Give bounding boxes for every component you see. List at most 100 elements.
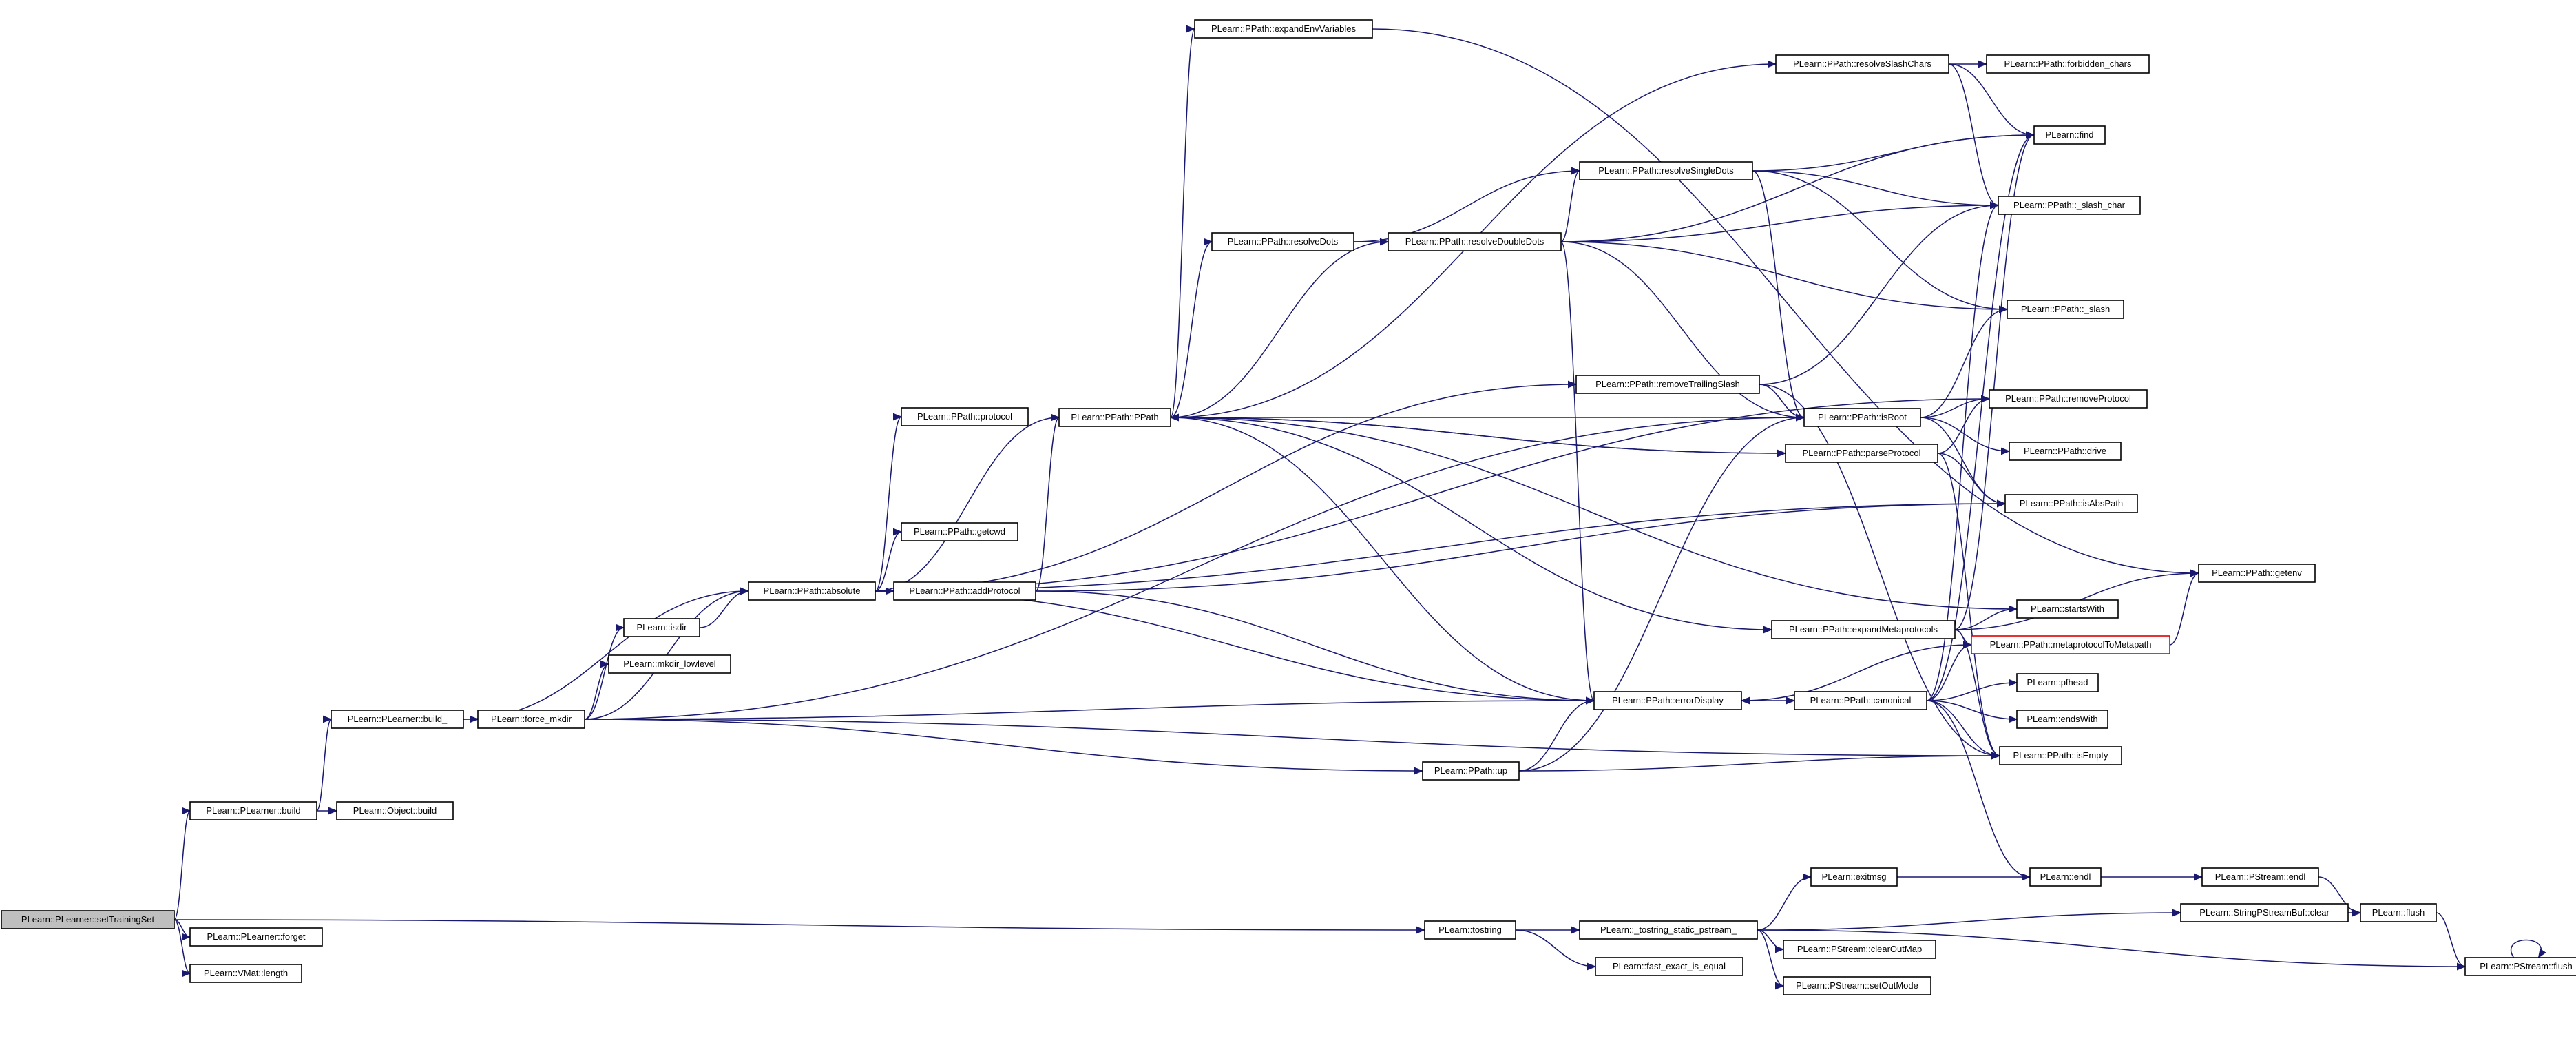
node-getcwd[interactable]: PLearn::PPath::getcwd [901, 522, 1018, 541]
node-pstream_flush[interactable]: PLearn::PStream::flush [2464, 957, 2576, 976]
node-parseProtocol[interactable]: PLearn::PPath::parseProtocol [1785, 444, 1938, 463]
node-label: PLearn::_tostring_static_pstream_ [1600, 925, 1737, 935]
edge-setTrainingSet-to-vmatlength [174, 919, 191, 978]
node-sbclear[interactable]: PLearn::StringPStreamBuf::clear [2180, 903, 2349, 922]
edge-force_mkdir-to-errorDisplay [584, 696, 1595, 720]
node-box [2464, 957, 2576, 976]
node-box [189, 927, 323, 947]
node-clearOutMap[interactable]: PLearn::PStream::clearOutMap [1783, 940, 1936, 959]
node-isEmpty[interactable]: PLearn::PPath::isEmpty [1999, 746, 2122, 765]
node-label: PLearn::PPath::resolveDoubleDots [1405, 236, 1544, 247]
node-box [1785, 444, 1938, 463]
node-box [1579, 920, 1758, 940]
node-box [1194, 19, 1373, 39]
edge-tostring_static-to-sbclear [1757, 909, 2182, 931]
node-setTrainingSet[interactable]: PLearn::PLearner::setTrainingSet [1, 910, 175, 929]
node-box [1971, 635, 2170, 654]
edge-tostring_static-to-exitmsg [1757, 873, 1812, 931]
edge-resolveSlashChars-to-_slash_char [1948, 63, 2000, 209]
node-force_mkdir[interactable]: PLearn::force_mkdir [477, 710, 585, 729]
node-box [1803, 408, 1921, 427]
node-build_[interactable]: PLearn::PLearner::build_ [331, 710, 464, 729]
edge-expandMetaprotocols-to-startsWith [1954, 605, 2018, 630]
node-box [901, 407, 1029, 426]
edge-resolveSingleDots-to-isRoot [1752, 170, 1805, 422]
node-isRoot[interactable]: PLearn::PPath::isRoot [1803, 408, 1921, 427]
node-box [1211, 232, 1354, 251]
node-drive[interactable]: PLearn::PPath::drive [2009, 442, 2122, 461]
node-isAbsPath[interactable]: PLearn::PPath::isAbsPath [2004, 494, 2138, 513]
node-label: PLearn::PPath::getcwd [914, 526, 1005, 537]
node-mkdir_lowlevel[interactable]: PLearn::mkdir_lowlevel [608, 654, 731, 674]
edge-removeTrailingSlash-to-isEmpty [1759, 384, 2001, 760]
edge-absolute-to-removeProtocol [875, 395, 1991, 592]
node-getenv[interactable]: PLearn::PPath::getenv [2198, 564, 2316, 583]
edge-pstream_flush-to-pstream_flush [2511, 939, 2546, 959]
node-setOutMode[interactable]: PLearn::PStream::setOutMode [1783, 976, 1931, 995]
edge-removeTrailingSlash-to-_slash_char [1759, 201, 2000, 385]
node-forget[interactable]: PLearn::PLearner::forget [189, 927, 323, 947]
node-label: PLearn::pfhead [2027, 677, 2088, 688]
node-box [901, 522, 1018, 541]
node-endsWith[interactable]: PLearn::endsWith [2016, 710, 2108, 729]
node-ppath[interactable]: PLearn::PPath::PPath [1058, 408, 1171, 427]
node-startsWith[interactable]: PLearn::startsWith [2016, 599, 2119, 619]
node-addProtocol[interactable]: PLearn::PPath::addProtocol [893, 581, 1036, 601]
node-box [2016, 710, 2108, 729]
node-label: PLearn::mkdir_lowlevel [623, 659, 716, 669]
node-expandEnv[interactable]: PLearn::PPath::expandEnvVariables [1194, 19, 1373, 39]
node-resolveDoubleDots[interactable]: PLearn::PPath::resolveDoubleDots [1388, 232, 1562, 251]
node-box [1771, 620, 1956, 639]
node-absolute[interactable]: PLearn::PPath::absolute [748, 581, 876, 601]
node-label: PLearn::PLearner::setTrainingSet [21, 914, 155, 925]
node-label: PLearn::VMat::length [204, 968, 288, 978]
edge-absolute-to-isAbsPath [875, 499, 2007, 592]
node-resolveSlashChars[interactable]: PLearn::PPath::resolveSlashChars [1775, 54, 1949, 74]
node-tostring_static[interactable]: PLearn::_tostring_static_pstream_ [1579, 920, 1758, 940]
node-label: PLearn::PPath::drive [2024, 446, 2106, 456]
edge-addProtocol-to-errorDisplay [1035, 590, 1595, 705]
node-find[interactable]: PLearn::find [2033, 125, 2106, 145]
node-forbidden_chars[interactable]: PLearn::PPath::forbidden_chars [1986, 54, 2150, 74]
node-objbuild[interactable]: PLearn::Object::build [336, 801, 454, 820]
node-removeProtocol[interactable]: PLearn::PPath::removeProtocol [1989, 389, 2148, 409]
node-vmatlength[interactable]: PLearn::VMat::length [189, 964, 302, 983]
edge-setTrainingSet-to-tostring [174, 919, 1426, 934]
node-exitmsg[interactable]: PLearn::exitmsg [1810, 867, 1898, 887]
node-pstream_endl[interactable]: PLearn::PStream::endl [2201, 867, 2319, 887]
node-label: PLearn::PPath::forbidden_chars [2004, 59, 2132, 69]
node-label: PLearn::PStream::flush [2480, 961, 2572, 971]
edge-force_mkdir-to-isEmpty [584, 719, 2001, 760]
edge-isRoot-to-_slash [1920, 305, 2009, 418]
node-metaprotocolToMetapath[interactable]: PLearn::PPath::metaprotocolToMetapath [1971, 635, 2170, 654]
node-box [2004, 494, 2138, 513]
node-_slash[interactable]: PLearn::PPath::_slash [2007, 300, 2124, 319]
node-box [1575, 375, 1760, 394]
node-removeTrailingSlash[interactable]: PLearn::PPath::removeTrailingSlash [1575, 375, 1760, 394]
node-_slash_char[interactable]: PLearn::PPath::_slash_char [1998, 196, 2141, 215]
node-pfhead[interactable]: PLearn::pfhead [2016, 673, 2099, 692]
node-expandMetaprotocols[interactable]: PLearn::PPath::expandMetaprotocols [1771, 620, 1956, 639]
node-label: PLearn::PStream::endl [2215, 871, 2306, 882]
node-protocol[interactable]: PLearn::PPath::protocol [901, 407, 1029, 426]
node-box [1783, 976, 1931, 995]
node-label: PLearn::fast_exact_is_equal [1613, 961, 1726, 971]
node-up[interactable]: PLearn::PPath::up [1422, 761, 1520, 781]
node-endl[interactable]: PLearn::endl [2029, 867, 2102, 887]
node-tostring[interactable]: PLearn::tostring [1424, 920, 1516, 940]
edge-resolveSingleDots-to-_slash_char [1752, 170, 2000, 209]
node-label: PLearn::PPath::protocol [917, 411, 1012, 422]
node-box [1794, 691, 1927, 710]
edge-up-to-isRoot [1518, 413, 1805, 772]
node-resolveDots[interactable]: PLearn::PPath::resolveDots [1211, 232, 1354, 251]
node-flush[interactable]: PLearn::flush [2360, 903, 2437, 922]
node-resolveSingleDots[interactable]: PLearn::PPath::resolveSingleDots [1579, 161, 1753, 180]
node-canonical[interactable]: PLearn::PPath::canonical [1794, 691, 1927, 710]
edge-ppath-to-expandEnv [1170, 25, 1196, 418]
edge-canonical-to-isEmpty [1926, 700, 2001, 760]
node-build[interactable]: PLearn::PLearner::build [189, 801, 317, 820]
node-isdir[interactable]: PLearn::isdir [623, 618, 700, 637]
node-errorDisplay[interactable]: PLearn::PPath::errorDisplay [1593, 691, 1742, 710]
node-fast_exact[interactable]: PLearn::fast_exact_is_equal [1595, 957, 1743, 976]
node-label: PLearn::PPath::absolute [764, 586, 861, 596]
